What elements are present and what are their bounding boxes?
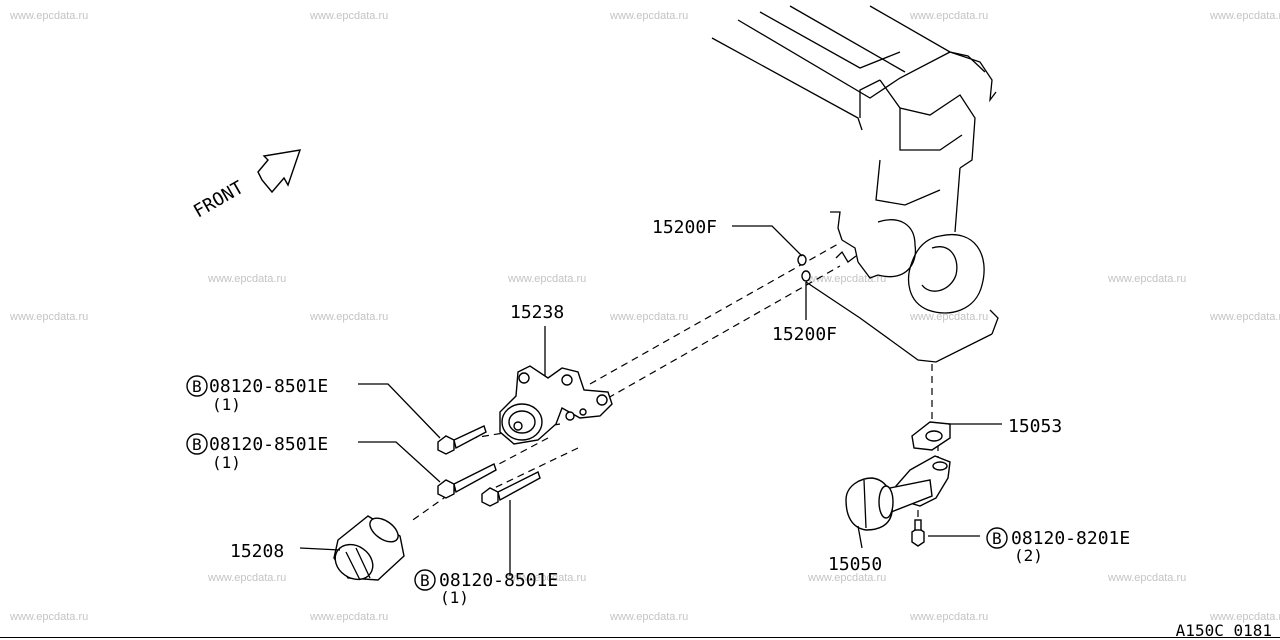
watermark: www.epcdata.ru (910, 311, 989, 323)
watermark: www.epcdata.ru (208, 572, 287, 584)
oil-filter-bracket (499, 365, 613, 445)
bolt-part-number: 08120-8501E (209, 376, 328, 397)
watermark: www.epcdata.ru (310, 311, 389, 323)
front-direction-label: FRONT (190, 177, 248, 222)
bolt-part-number: 08120-8201E (1011, 528, 1130, 549)
watermark: www.epcdata.ru (310, 10, 389, 22)
o-ring-upper (797, 254, 807, 266)
gasket (911, 421, 951, 451)
watermark: www.epcdata.ru (610, 611, 689, 623)
bolt-quantity: (1) (440, 588, 469, 607)
front-arrow-icon (257, 149, 302, 194)
bolt-upper (437, 425, 487, 455)
leader-lines (299, 225, 1002, 576)
watermark: www.epcdata.ru (10, 611, 89, 623)
callout-15208: 15208 (230, 541, 284, 562)
b-badge-icon (986, 527, 1008, 549)
o-ring-lower (801, 270, 811, 282)
callout-15200f-upper: 15200F (652, 217, 717, 238)
oil-filter (333, 515, 405, 581)
b-badge-icon (414, 569, 436, 591)
watermark: www.epcdata.ru (910, 611, 989, 623)
callout-15238: 15238 (510, 302, 564, 323)
bolt-middle (437, 463, 497, 499)
bolt-quantity: (1) (212, 453, 241, 472)
watermark: www.epcdata.ru (808, 572, 887, 584)
b-badge-icon (186, 433, 208, 455)
bolt-badge: B (192, 377, 202, 396)
diagram-code: A150C 0181 (1175, 621, 1272, 640)
bolt-callout-2: B 08120-8501E (1) (186, 433, 328, 472)
bolt-part-number: 08120-8501E (209, 434, 328, 455)
callout-15200f-lower: 15200F (772, 324, 837, 345)
bottom-rule (0, 637, 1280, 638)
watermark: www.epcdata.ru (1108, 273, 1187, 285)
watermark: www.epcdata.ru (1210, 10, 1280, 22)
watermark: www.epcdata.ru (610, 10, 689, 22)
b-badge-icon (186, 375, 208, 397)
watermark: www.epcdata.ru (10, 10, 89, 22)
watermark: www.epcdata.ru (208, 273, 287, 285)
bolt-strainer (911, 519, 925, 547)
bolt-badge: B (420, 571, 430, 590)
watermark: www.epcdata.ru (1108, 572, 1187, 584)
bolt-quantity: (1) (212, 395, 241, 414)
watermark: www.epcdata.ru (1210, 611, 1280, 623)
callout-15050: 15050 (828, 554, 882, 575)
watermark: www.epcdata.ru (910, 10, 989, 22)
oil-strainer (845, 455, 951, 531)
bolt-badge: B (992, 529, 1002, 548)
bolt-lower (481, 471, 541, 507)
watermark: www.epcdata.ru (508, 273, 587, 285)
engine-block (711, 5, 999, 363)
watermark: www.epcdata.ru (508, 572, 587, 584)
callout-15053: 15053 (1008, 416, 1062, 437)
watermark: www.epcdata.ru (808, 273, 887, 285)
bolt-callout-1: B 08120-8501E (1) (186, 375, 328, 414)
bolt-callout-3: B 08120-8501E (1) (414, 569, 558, 607)
watermark: www.epcdata.ru (1210, 311, 1280, 323)
watermark: www.epcdata.ru (310, 611, 389, 623)
bolt-quantity: (2) (1014, 546, 1043, 565)
bolt-callout-4: B 08120-8201E (2) (986, 527, 1130, 565)
bolt-badge: B (192, 435, 202, 454)
bolt-part-number: 08120-8501E (439, 570, 558, 591)
watermark: www.epcdata.ru (610, 311, 689, 323)
watermark: www.epcdata.ru (10, 311, 89, 323)
